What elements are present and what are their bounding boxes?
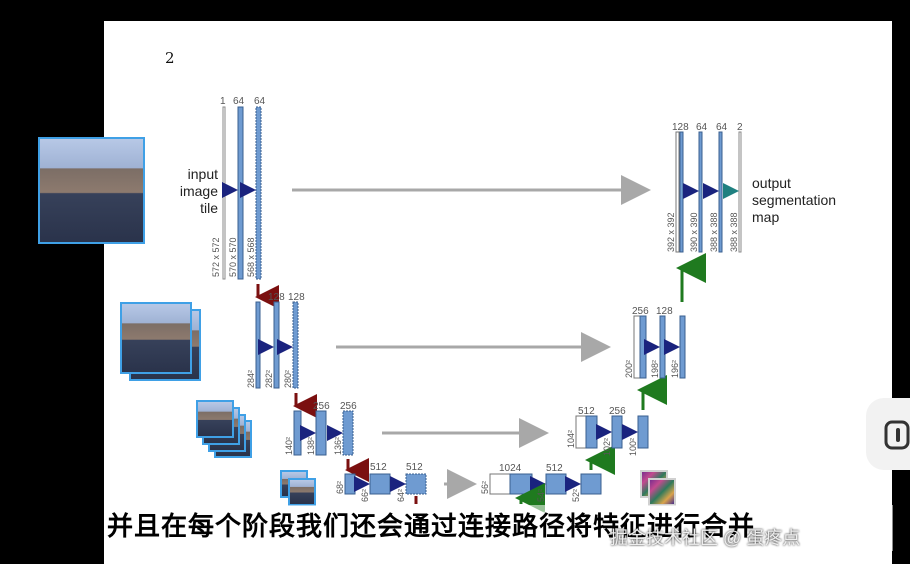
feature-map-u1-upconv	[679, 131, 684, 253]
size-label: 198²	[650, 360, 660, 378]
channel-label: 64	[696, 122, 708, 133]
feature-map-u3-conv2	[637, 415, 649, 449]
channel-label: 256	[340, 401, 357, 412]
feature-thumbnail-l3	[196, 400, 234, 438]
size-label: 66²	[360, 489, 370, 502]
size-label: 200²	[624, 360, 634, 378]
channel-label: 128	[672, 122, 689, 133]
size-label: 392 x 392	[666, 212, 676, 252]
channel-label: 256	[609, 406, 626, 417]
feature-map-output	[738, 131, 742, 253]
floating-side-button[interactable]	[866, 398, 910, 470]
feature-thumbnail-l2	[120, 302, 192, 374]
size-label: 280²	[283, 370, 293, 388]
size-label: 140²	[284, 437, 294, 455]
channel-label: 64	[716, 122, 728, 133]
feature-thumbnail-l4-b	[288, 478, 316, 506]
feature-map-u1-conv1	[698, 131, 703, 253]
size-label: 68²	[335, 481, 345, 494]
channel-label: 1	[220, 96, 226, 107]
feature-map-u2-cropped	[633, 315, 641, 379]
feature-map-l1-conv1	[237, 106, 244, 280]
input-image-thumbnail	[38, 137, 145, 244]
size-label: 388 x 388	[729, 212, 739, 252]
feature-map-l1-conv2	[255, 106, 262, 280]
size-label: 196²	[670, 360, 680, 378]
feature-map-u2-conv1	[659, 315, 666, 379]
channel-label: 128	[268, 292, 285, 303]
channel-label: 512	[370, 462, 387, 473]
video-caption: 并且在每个阶段我们还会通过连接路径将特征进行合并	[107, 511, 756, 541]
feature-map-l3-conv2	[342, 410, 354, 456]
input-label: input image tile	[179, 166, 218, 216]
size-label: 388 x 388	[709, 212, 719, 252]
size-label: 390 x 390	[689, 212, 699, 252]
page-number: 2	[165, 49, 175, 67]
feature-map-u3-cropped	[575, 415, 587, 449]
channel-label: 64	[233, 96, 245, 107]
channel-label: 64	[254, 96, 266, 107]
size-label: 54²	[536, 489, 546, 502]
feature-map-l2-conv1	[273, 301, 280, 389]
feature-map-u4-upconv	[509, 473, 533, 495]
feature-map-l3-conv1	[315, 410, 327, 456]
feature-map-u1-conv2	[718, 131, 723, 253]
channel-label: 512	[546, 463, 563, 474]
size-label: 52²	[571, 489, 581, 502]
caption-band	[105, 505, 893, 551]
channel-label: 128	[656, 306, 673, 317]
feature-map-u4-cropped	[489, 473, 511, 495]
output-label: output segmentation map	[752, 175, 837, 225]
channel-label: 512	[578, 406, 595, 417]
size-label: 570 x 570	[228, 237, 238, 277]
size-label: 282²	[264, 370, 274, 388]
feature-map-u2-conv2	[679, 315, 686, 379]
feature-map-l4-conv1	[369, 473, 391, 495]
feature-map-l4-conv2	[405, 473, 427, 495]
feature-map-l4-pool	[344, 473, 356, 495]
channel-label: 256	[313, 401, 330, 412]
feature-map-l2-pool	[255, 301, 261, 389]
feature-map-u3-upconv	[585, 415, 598, 449]
feature-map-u4-conv1	[545, 473, 567, 495]
size-label: 138²	[306, 437, 316, 455]
size-label: 56²	[480, 481, 490, 494]
channel-label: 2	[737, 122, 743, 133]
feature-map-u2-upconv	[639, 315, 647, 379]
channel-label: 128	[288, 292, 305, 303]
size-label: 64²	[396, 489, 406, 502]
channel-label: 1024	[499, 463, 522, 474]
watermark: 掘金技术社区 @ 蛋疼点	[610, 528, 801, 548]
feature-map-u3-conv1	[611, 415, 623, 449]
side-panel-icon	[884, 420, 910, 450]
size-label: 136²	[333, 437, 343, 455]
feature-map-l3-pool	[293, 410, 302, 456]
channel-label: 512	[406, 462, 423, 473]
feature-map-l2-conv2	[292, 301, 299, 389]
channel-label: 256	[632, 306, 649, 317]
size-label: 572 x 572	[211, 237, 221, 277]
size-label: 104²	[566, 430, 576, 448]
size-label: 100²	[628, 438, 638, 456]
size-label: 568 x 568	[246, 237, 256, 277]
feature-map-u4-conv2	[580, 473, 602, 495]
feature-map-l1-input	[222, 106, 226, 280]
size-label: 102²	[602, 438, 612, 456]
feature-map-u1-cropped	[675, 131, 680, 253]
size-label: 284²	[246, 370, 256, 388]
